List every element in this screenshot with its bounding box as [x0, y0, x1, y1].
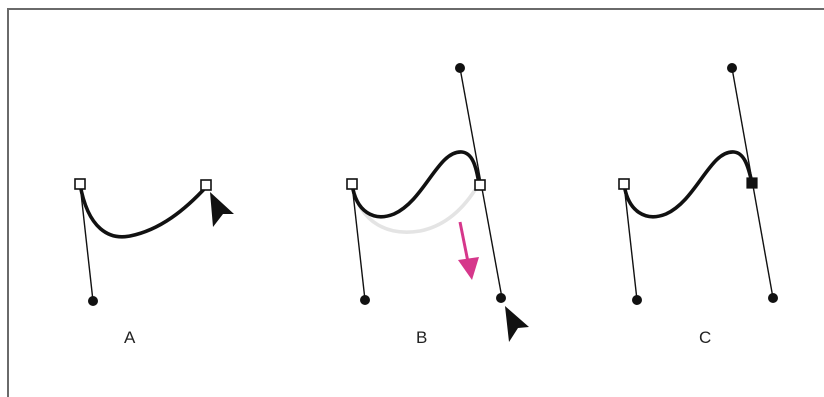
panel-label: B: [416, 328, 427, 347]
anchor-point-selected: [200, 179, 212, 191]
direction-line: [79, 183, 94, 302]
direction-point: [360, 295, 370, 305]
direction-line: [623, 183, 638, 301]
arrow-pointer-icon: [505, 306, 529, 342]
direction-point: [768, 293, 778, 303]
panel-b: B: [346, 63, 529, 347]
panel-c: C: [618, 63, 778, 347]
direction-line: [351, 183, 366, 301]
bezier-segment-final: [622, 150, 754, 219]
direction-point: [632, 295, 642, 305]
direction-point: [455, 63, 465, 73]
bezier-segment-reshaped: [350, 150, 481, 219]
arrow-pointer-icon: [210, 192, 234, 227]
anchor-point-smooth: [746, 177, 758, 189]
panel-label: A: [124, 328, 136, 347]
bezier-segment: [78, 182, 209, 239]
panel-label: C: [699, 328, 711, 347]
panel-a: A: [74, 178, 234, 347]
direction-point-dragged: [496, 293, 506, 303]
anchor-point: [346, 178, 358, 190]
down-arrow-icon: [458, 221, 470, 263]
anchor-point: [74, 178, 86, 190]
direction-point: [88, 296, 98, 306]
anchor-point-selected: [474, 179, 486, 191]
down-arrowhead: [458, 257, 479, 280]
direction-point: [727, 63, 737, 73]
anchor-point: [618, 178, 630, 190]
figure-frame: [7, 8, 824, 397]
